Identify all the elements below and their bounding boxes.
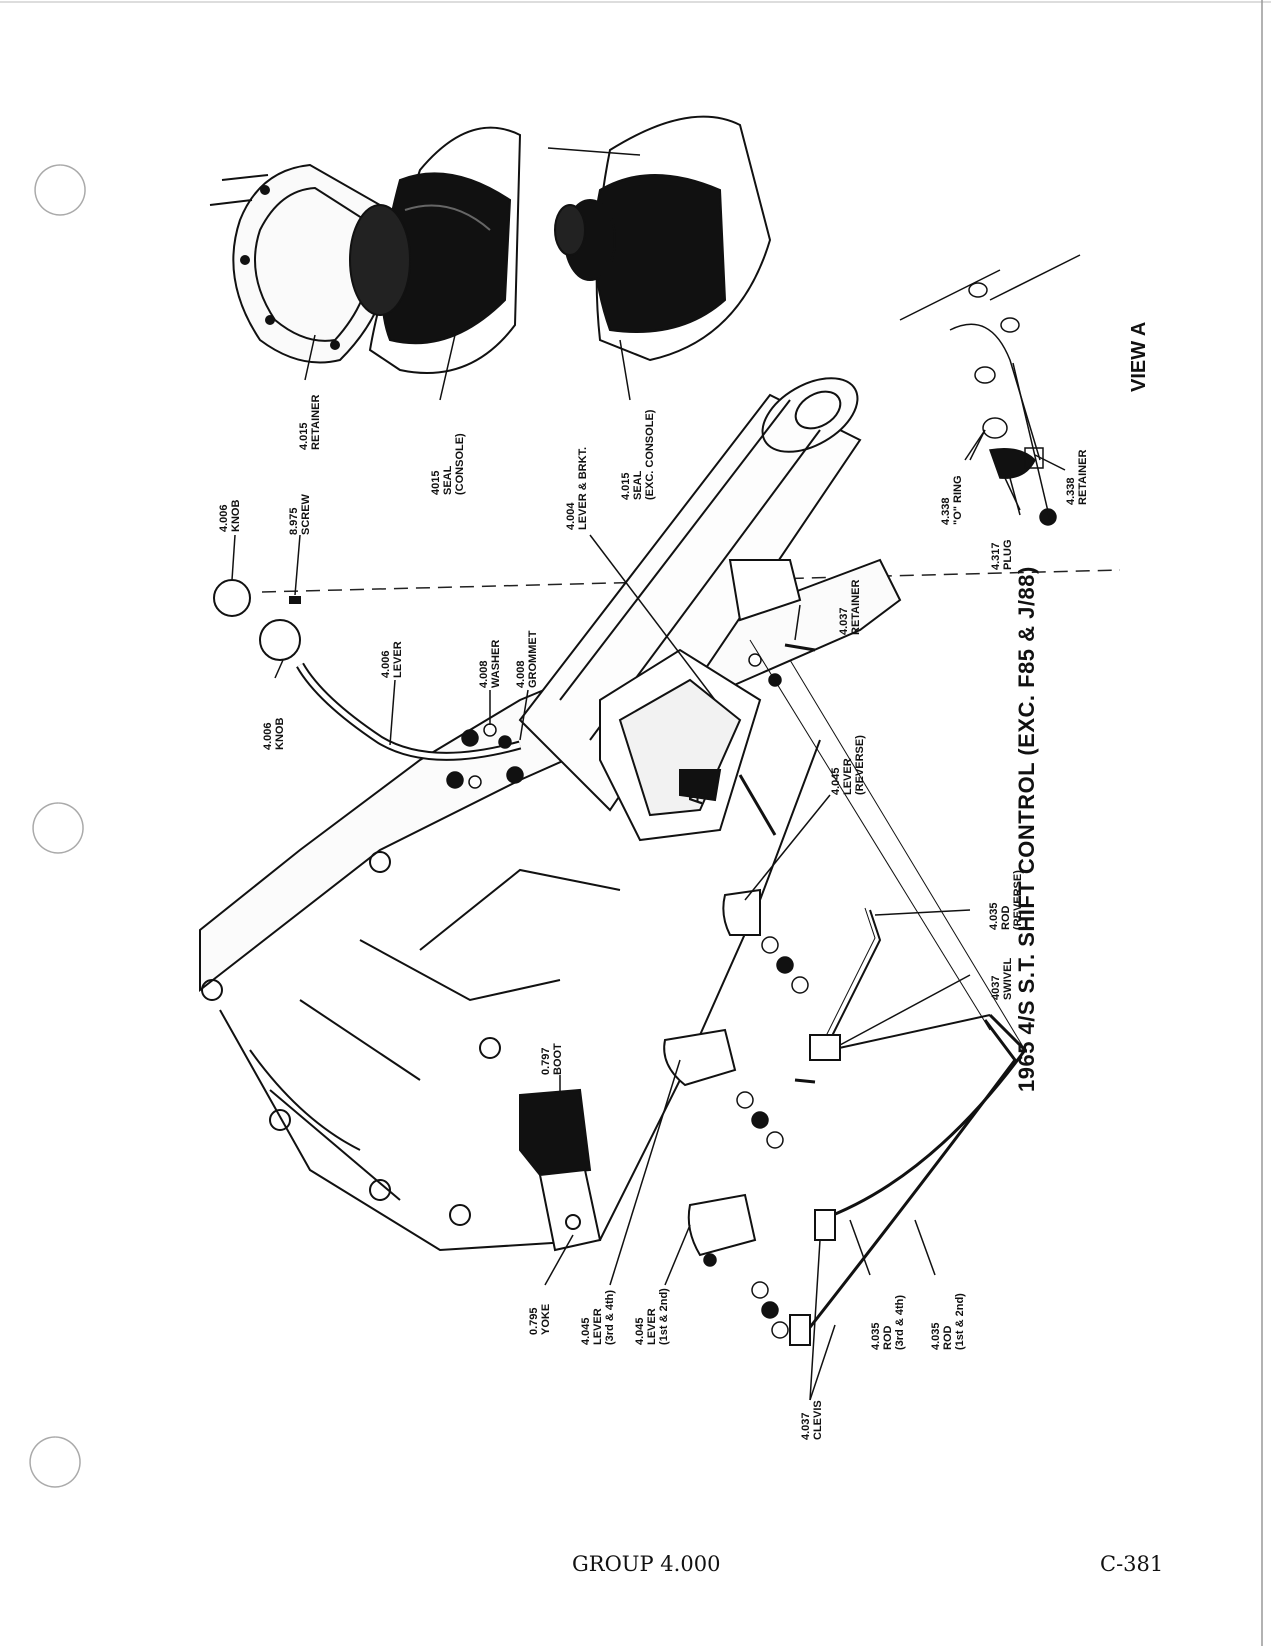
seal-console [349, 126, 522, 374]
view-a-inset [899, 254, 1081, 526]
hardware [446, 643, 816, 1339]
seal-exc-console [547, 115, 772, 362]
binder-hole-top [34, 164, 86, 216]
shift-rods [749, 639, 1027, 1346]
gearshift-lever [213, 579, 522, 761]
label-o-ring: 4.338"O" RING [940, 475, 964, 525]
leader-lines [231, 334, 1066, 1401]
binder-hole-bottom [29, 1436, 81, 1488]
footer-page-number: C-381 [1100, 1552, 1164, 1576]
retainer-plate [209, 163, 390, 364]
view-a-marker: A [686, 792, 706, 805]
shifter-assembly [599, 648, 762, 842]
shift-levers [663, 888, 761, 1257]
boot-yoke [519, 1088, 602, 1252]
view-a-heading: VIEW A [1128, 321, 1150, 392]
diagram-title: 1965 4/S S.T. SHIFT CONTROL (EXC. F85 & … [1014, 566, 1039, 1092]
footer-group: GROUP 4.000 [572, 1552, 721, 1576]
binder-hole-mid [32, 802, 84, 854]
